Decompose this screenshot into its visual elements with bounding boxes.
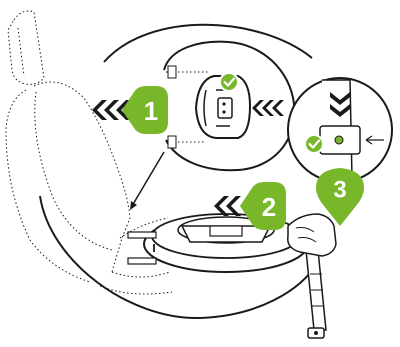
hand-illustration [288,214,336,256]
step-number-2: 2 [262,192,276,222]
double-chevron-left-icon [214,196,241,216]
checkmark-icon [305,135,323,153]
step-number-3: 3 [333,177,346,204]
step-badge-1: 1 [122,86,168,134]
detail-circle-3 [288,78,392,182]
step-number-1: 1 [144,96,158,126]
checkmark-icon [220,73,238,91]
